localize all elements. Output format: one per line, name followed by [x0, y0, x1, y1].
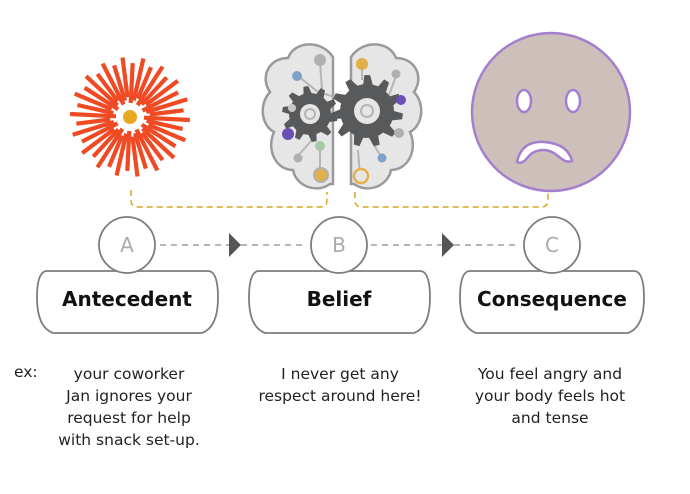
burst-ray	[146, 118, 184, 132]
step-labels: Antecedent Belief Consequence	[36, 270, 645, 334]
burst-ray	[145, 97, 188, 115]
gear-large-icon	[331, 75, 403, 147]
burst-ray	[91, 128, 120, 159]
burst-ray	[125, 130, 132, 172]
example-line: request for help	[67, 409, 191, 427]
burst-ray	[112, 64, 128, 102]
burst-ray	[143, 115, 191, 123]
burst-ray	[134, 128, 160, 172]
burst-center	[123, 110, 137, 124]
letter-circle-a	[98, 216, 156, 274]
burst-ray	[130, 136, 140, 177]
label-box-consequence	[459, 270, 645, 334]
arrow-head-1	[229, 233, 241, 257]
face-frown	[515, 140, 574, 165]
burst-ray	[140, 131, 165, 162]
letter-circle-c	[523, 216, 581, 274]
burst-ray	[100, 62, 126, 106]
sad-face-icon	[470, 31, 632, 193]
burst-ray	[114, 133, 129, 176]
step-arrows	[160, 233, 520, 257]
burst-ray	[140, 122, 177, 149]
example-prefix: ex:	[14, 363, 38, 381]
burst-ray	[144, 79, 180, 107]
burst-ray	[84, 74, 119, 107]
label-box-antecedent	[36, 270, 219, 334]
burst-ray	[76, 117, 111, 126]
burst-ray	[135, 66, 153, 100]
burst-ray	[76, 102, 114, 116]
burst-ray	[131, 58, 146, 101]
example-line: Jan ignores your	[66, 387, 192, 405]
face-circle	[470, 31, 632, 193]
arrow-head-2	[442, 233, 454, 257]
label-box-belief	[248, 270, 431, 334]
example-line: I never get any	[281, 365, 399, 383]
letter-b: B	[332, 233, 346, 257]
letter-a: A	[120, 233, 134, 257]
burst-ray	[69, 111, 117, 119]
burst-ray	[80, 127, 116, 155]
label-antecedent: Antecedent	[62, 287, 192, 311]
burst-ray	[128, 62, 135, 104]
burst-ray	[120, 57, 130, 98]
brain-nodes	[282, 54, 406, 185]
brain-gears-icon	[261, 43, 423, 190]
example-belief: I never get any respect around here!	[250, 363, 430, 407]
burst-ray	[141, 90, 180, 113]
burst-ray	[147, 122, 187, 143]
burst-ray	[141, 127, 176, 160]
example-line: your coworker	[73, 365, 185, 383]
example-line: with snack set-up.	[58, 431, 200, 449]
burst-ray	[107, 134, 125, 168]
burst-ray	[95, 72, 120, 103]
burst-ray	[135, 65, 165, 107]
example-line: your body feels hot	[474, 387, 626, 405]
letter-circle-b	[310, 216, 368, 274]
example-line: respect around here!	[258, 387, 422, 405]
face-left-eye	[515, 88, 533, 114]
step-letters: A B C	[98, 216, 581, 274]
example-line: and tense	[511, 409, 589, 427]
burst-ray	[73, 91, 113, 112]
label-consequence: Consequence	[477, 287, 627, 311]
gear-small-icon	[282, 86, 338, 142]
example-line: You feel angry and	[477, 365, 623, 383]
burst-ray	[83, 85, 120, 112]
label-belief: Belief	[307, 287, 372, 311]
face-right-eye	[564, 88, 582, 114]
burst-ray	[149, 108, 184, 117]
connector-antecedent-belief	[130, 190, 328, 208]
gold-dashed-connectors	[130, 190, 549, 208]
burst-ray	[72, 119, 115, 137]
example-consequence: You feel angry and your body feels hot and…	[457, 363, 643, 429]
burst-ray	[80, 121, 119, 144]
connector-belief-consequence	[354, 192, 549, 208]
burst-ray	[140, 75, 169, 106]
burst-ray	[132, 132, 148, 170]
burst-ray	[95, 127, 125, 169]
burst-icon	[69, 57, 191, 177]
letter-c: C	[545, 233, 559, 257]
